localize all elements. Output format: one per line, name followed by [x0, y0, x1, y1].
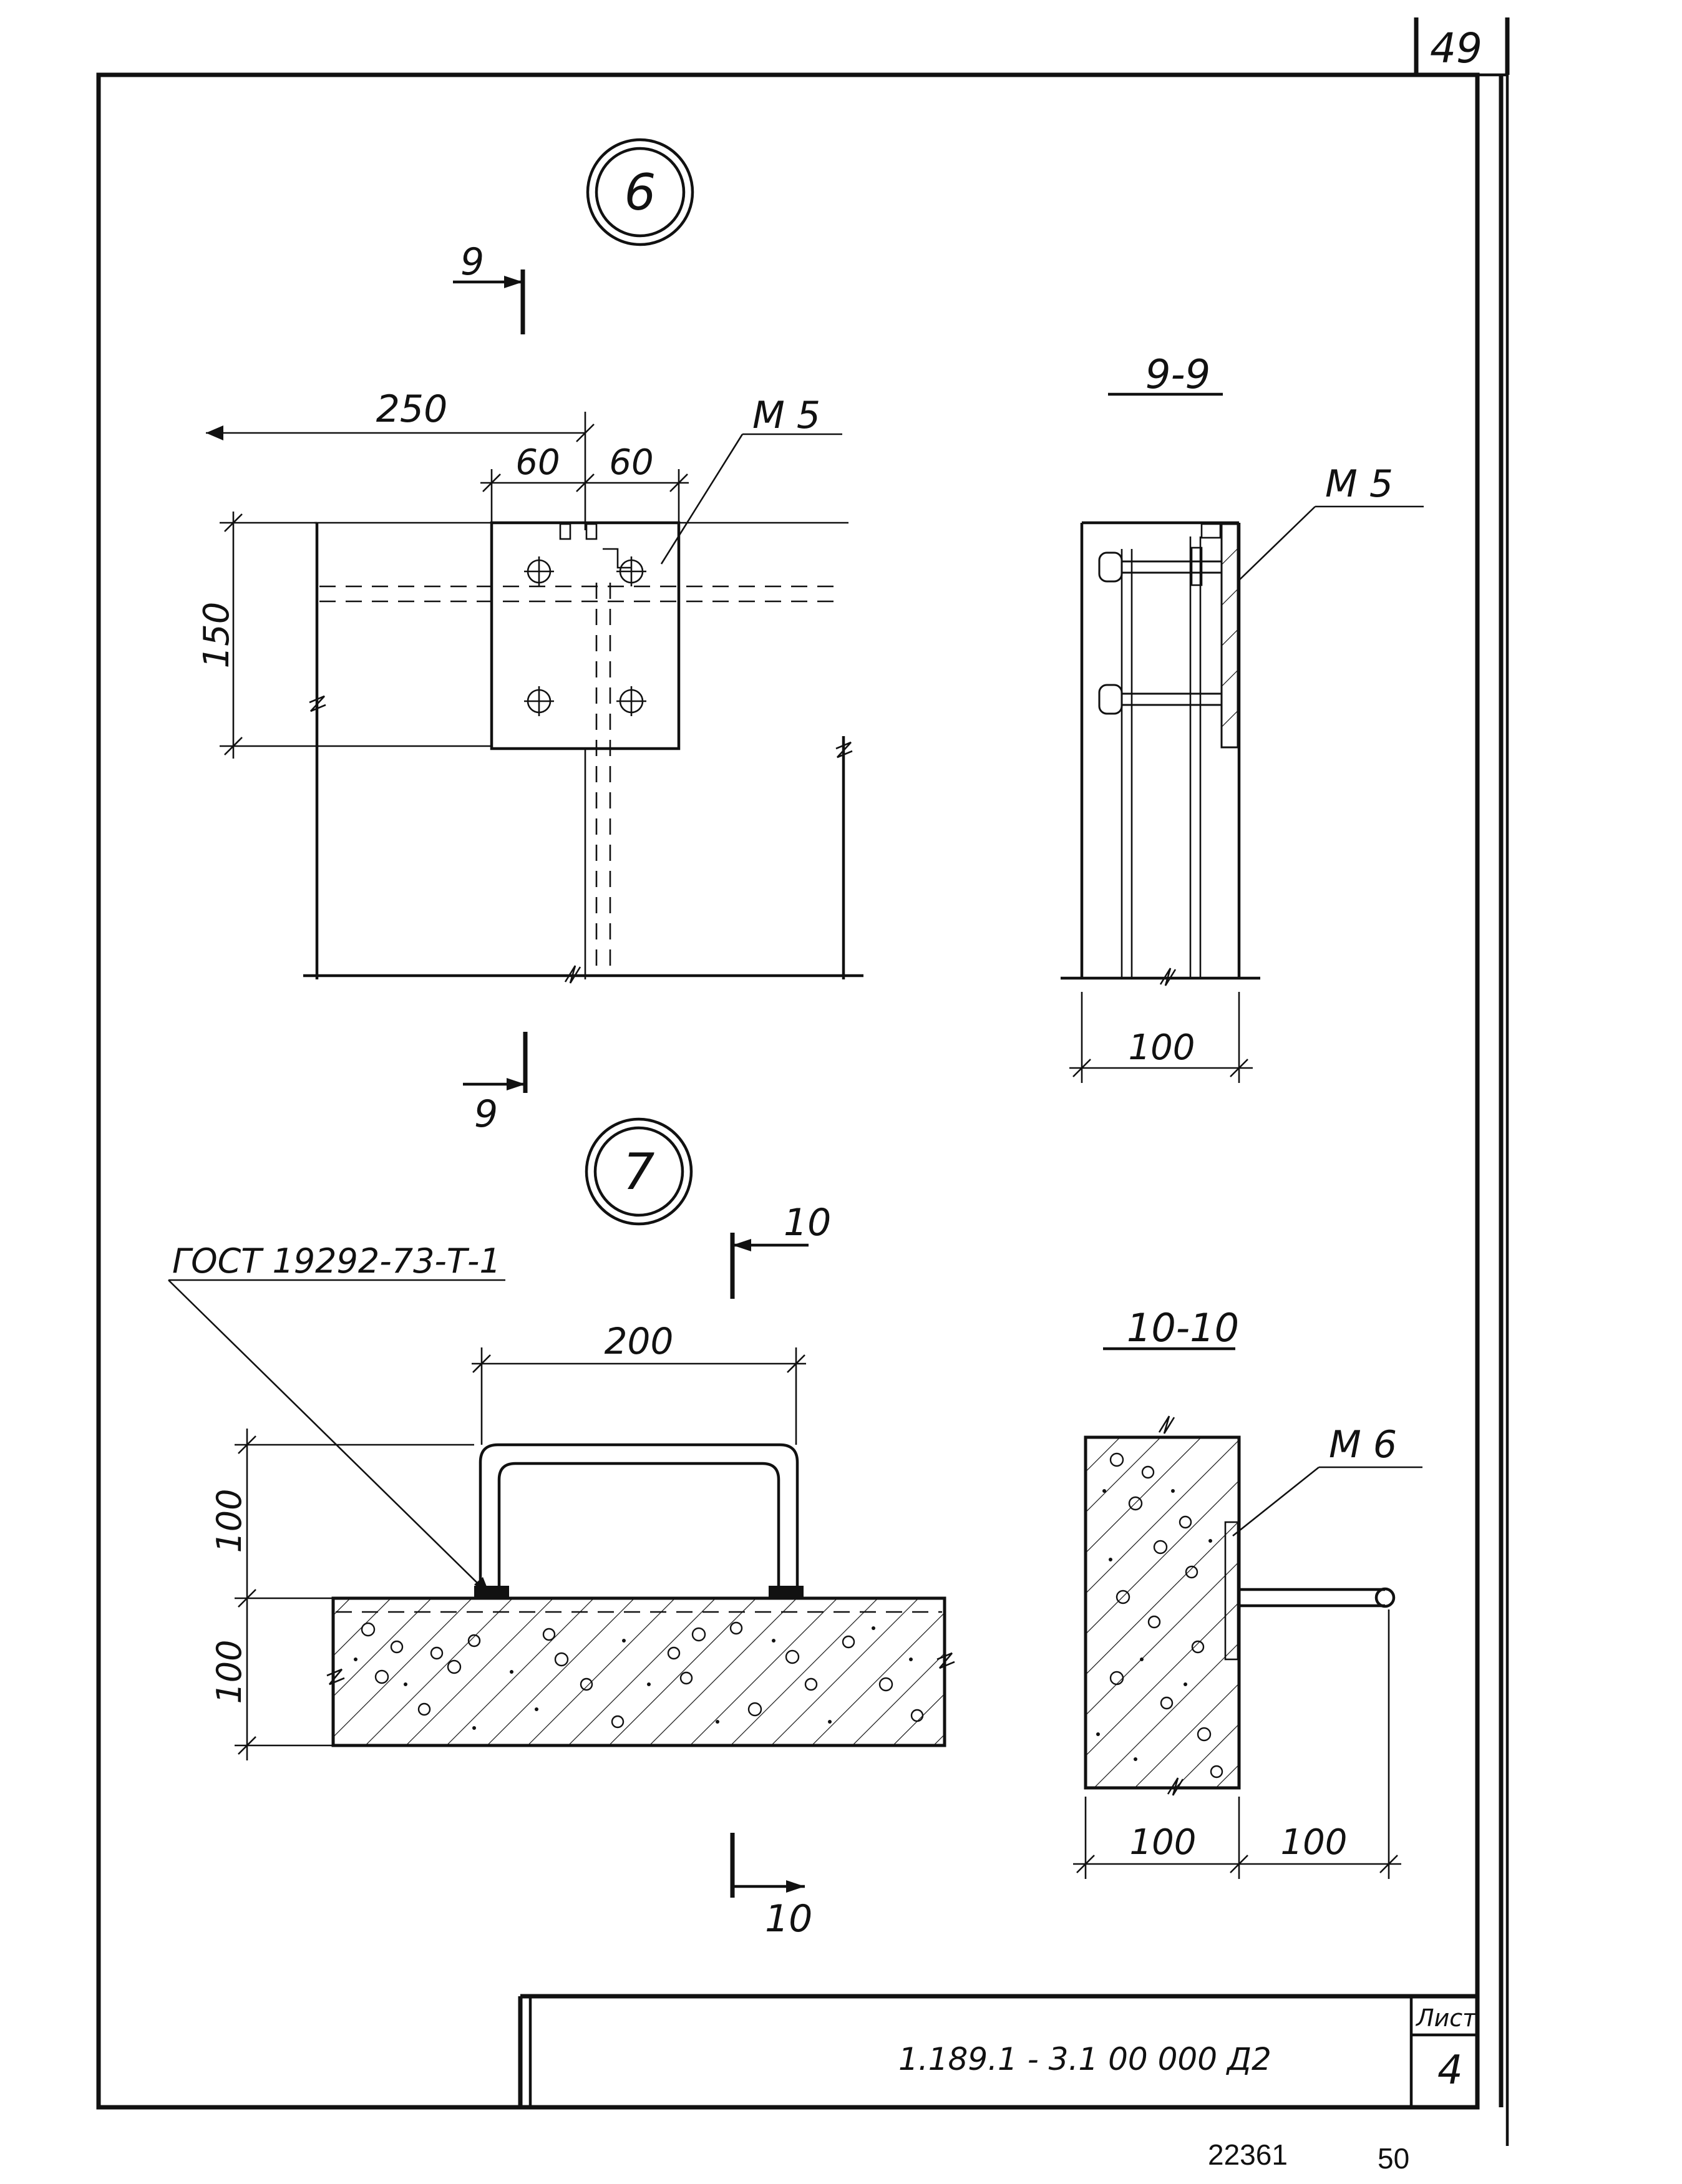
- anchor-bolt-icon: [1098, 684, 1223, 715]
- wall-section-concrete: [1084, 1415, 1241, 1796]
- svg-text:150: 150: [197, 602, 237, 669]
- section-10-10: 10-10: [1073, 1305, 1422, 1879]
- detail-6-wall: [303, 522, 863, 984]
- detail-6: 6 9: [197, 138, 863, 1136]
- dimension-100-100: 100 100: [1073, 1609, 1401, 1879]
- svg-text:100: 100: [210, 1488, 249, 1553]
- anchor-bolt-icon: [616, 686, 646, 716]
- dimension-250: 250: [206, 387, 595, 530]
- section-9-9-title: 9-9: [1145, 352, 1211, 398]
- svg-text:60: 60: [609, 442, 653, 483]
- section-mark-10-top: 10: [730, 1201, 831, 1299]
- sheet-frame: [96, 17, 1510, 2146]
- standard-reference-leader: ГОСТ 19292-73-Т-1: [168, 1241, 505, 1596]
- leader-m6: M 6: [1232, 1423, 1422, 1537]
- detail-6-marker: 6: [586, 138, 694, 246]
- detail-7: 7 10 ГОСТ 19292-73-Т-1: [168, 1117, 955, 1941]
- svg-text:M 5: M 5: [1325, 462, 1393, 506]
- lifting-loop-section: [1239, 1587, 1396, 1608]
- leader-m5: M 5: [660, 394, 842, 565]
- archive-number: 22361: [1208, 2138, 1288, 2171]
- anchor-bolt-icon: [616, 556, 646, 586]
- detail-7-marker: 7: [585, 1117, 693, 1226]
- section-9-9: 9-9 M 5: [1061, 352, 1424, 1083]
- svg-text:9: 9: [474, 1092, 498, 1136]
- document-code: 1.189.1 - 3.1 00 000 Д2: [898, 2041, 1271, 2077]
- svg-text:250: 250: [376, 387, 448, 431]
- sheet-corner-number: 49: [1430, 24, 1482, 72]
- dimension-100-vertical: 100 100: [210, 1429, 474, 1760]
- svg-text:M 6: M 6: [1329, 1423, 1397, 1467]
- svg-text:100: 100: [1130, 1822, 1197, 1863]
- svg-text:9: 9: [460, 240, 484, 284]
- plate-m6: [1224, 1521, 1239, 1661]
- detail-6-plate-m5: [490, 521, 681, 750]
- sheet-label: Лист: [1415, 2004, 1477, 2032]
- dimension-100-9-9: 100: [1069, 992, 1253, 1083]
- svg-text:10: 10: [765, 1897, 812, 1941]
- page-number: 50: [1378, 2142, 1409, 2175]
- dimension-150: 150: [197, 512, 492, 759]
- dimension-60-60: 60 60: [480, 442, 689, 523]
- section-mark-9-bottom: 9: [463, 1032, 528, 1136]
- leader-m5-section: M 5: [1237, 462, 1424, 582]
- sheet-number: 4: [1437, 2047, 1463, 2094]
- section-mark-10-bottom: 10: [730, 1833, 812, 1941]
- svg-text:100: 100: [210, 1639, 249, 1704]
- plate-m5-section: [1200, 523, 1239, 749]
- anchor-bolt-icon: [524, 556, 554, 586]
- svg-text:7: 7: [623, 1143, 655, 1201]
- section-mark-9-top: 9: [453, 240, 525, 334]
- standard-reference: ГОСТ 19292-73-Т-1: [172, 1241, 501, 1281]
- title-block: 1.189.1 - 3.1 00 000 Д2 Лист 4: [518, 1994, 1477, 2107]
- section-10-10-title: 10-10: [1127, 1305, 1239, 1351]
- anchor-bolt-icon: [524, 686, 554, 716]
- svg-text:100: 100: [1281, 1822, 1348, 1863]
- svg-text:M 5: M 5: [752, 394, 820, 437]
- svg-text:6: 6: [625, 163, 656, 221]
- svg-text:60: 60: [515, 442, 560, 483]
- svg-text:10: 10: [784, 1201, 831, 1245]
- dimension-200: 200: [472, 1320, 806, 1445]
- svg-text:100: 100: [1129, 1027, 1195, 1068]
- svg-text:200: 200: [605, 1320, 674, 1362]
- anchor-bolt-icon: [1098, 546, 1223, 586]
- concrete-slab: [326, 1596, 955, 1747]
- lifting-loop: [474, 1443, 804, 1598]
